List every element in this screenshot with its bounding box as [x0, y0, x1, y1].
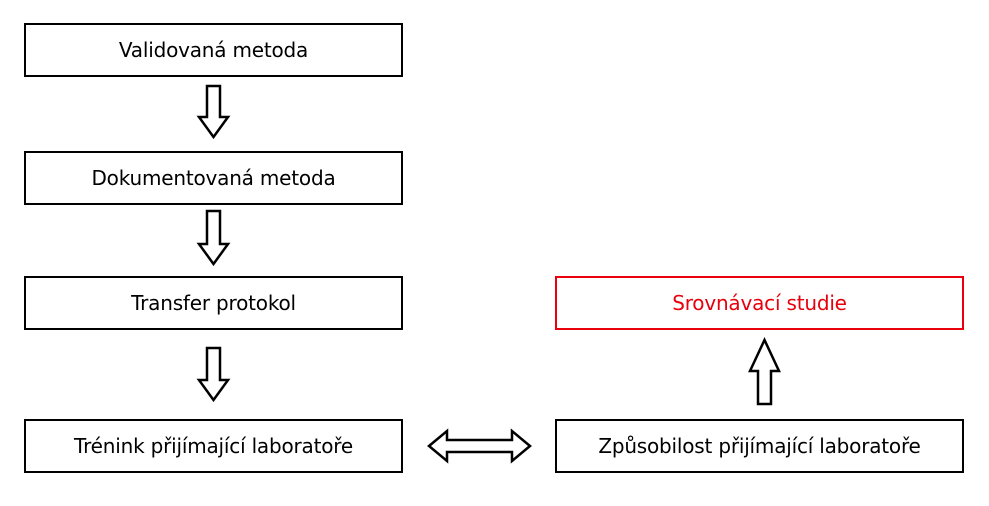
arrow-bidirectional-icon: [427, 428, 532, 464]
node-label: Trénink přijímající laboratoře: [74, 434, 353, 458]
node-label: Srovnávací studie: [672, 291, 847, 315]
arrow-down-icon: [196, 209, 231, 267]
node-trenink-prijimajici-laboratore: Trénink přijímající laboratoře: [24, 419, 403, 473]
node-zpusobilost-prijimajici-laboratore: Způsobilost přijímající laboratoře: [555, 419, 964, 473]
node-label: Dokumentovaná metoda: [91, 166, 336, 190]
arrow-up-icon: [748, 337, 781, 406]
arrow-down-icon: [196, 346, 231, 403]
node-label: Způsobilost přijímající laboratoře: [598, 434, 921, 458]
node-label: Transfer protokol: [131, 291, 296, 315]
node-transfer-protokol: Transfer protokol: [24, 276, 403, 330]
node-dokumentovana-metoda: Dokumentovaná metoda: [24, 151, 403, 205]
node-validovana-metoda: Validovaná metoda: [24, 23, 403, 77]
arrow-down-icon: [196, 84, 231, 140]
node-label: Validovaná metoda: [118, 38, 309, 62]
node-srovnavaci-studie: Srovnávací studie: [555, 276, 964, 330]
